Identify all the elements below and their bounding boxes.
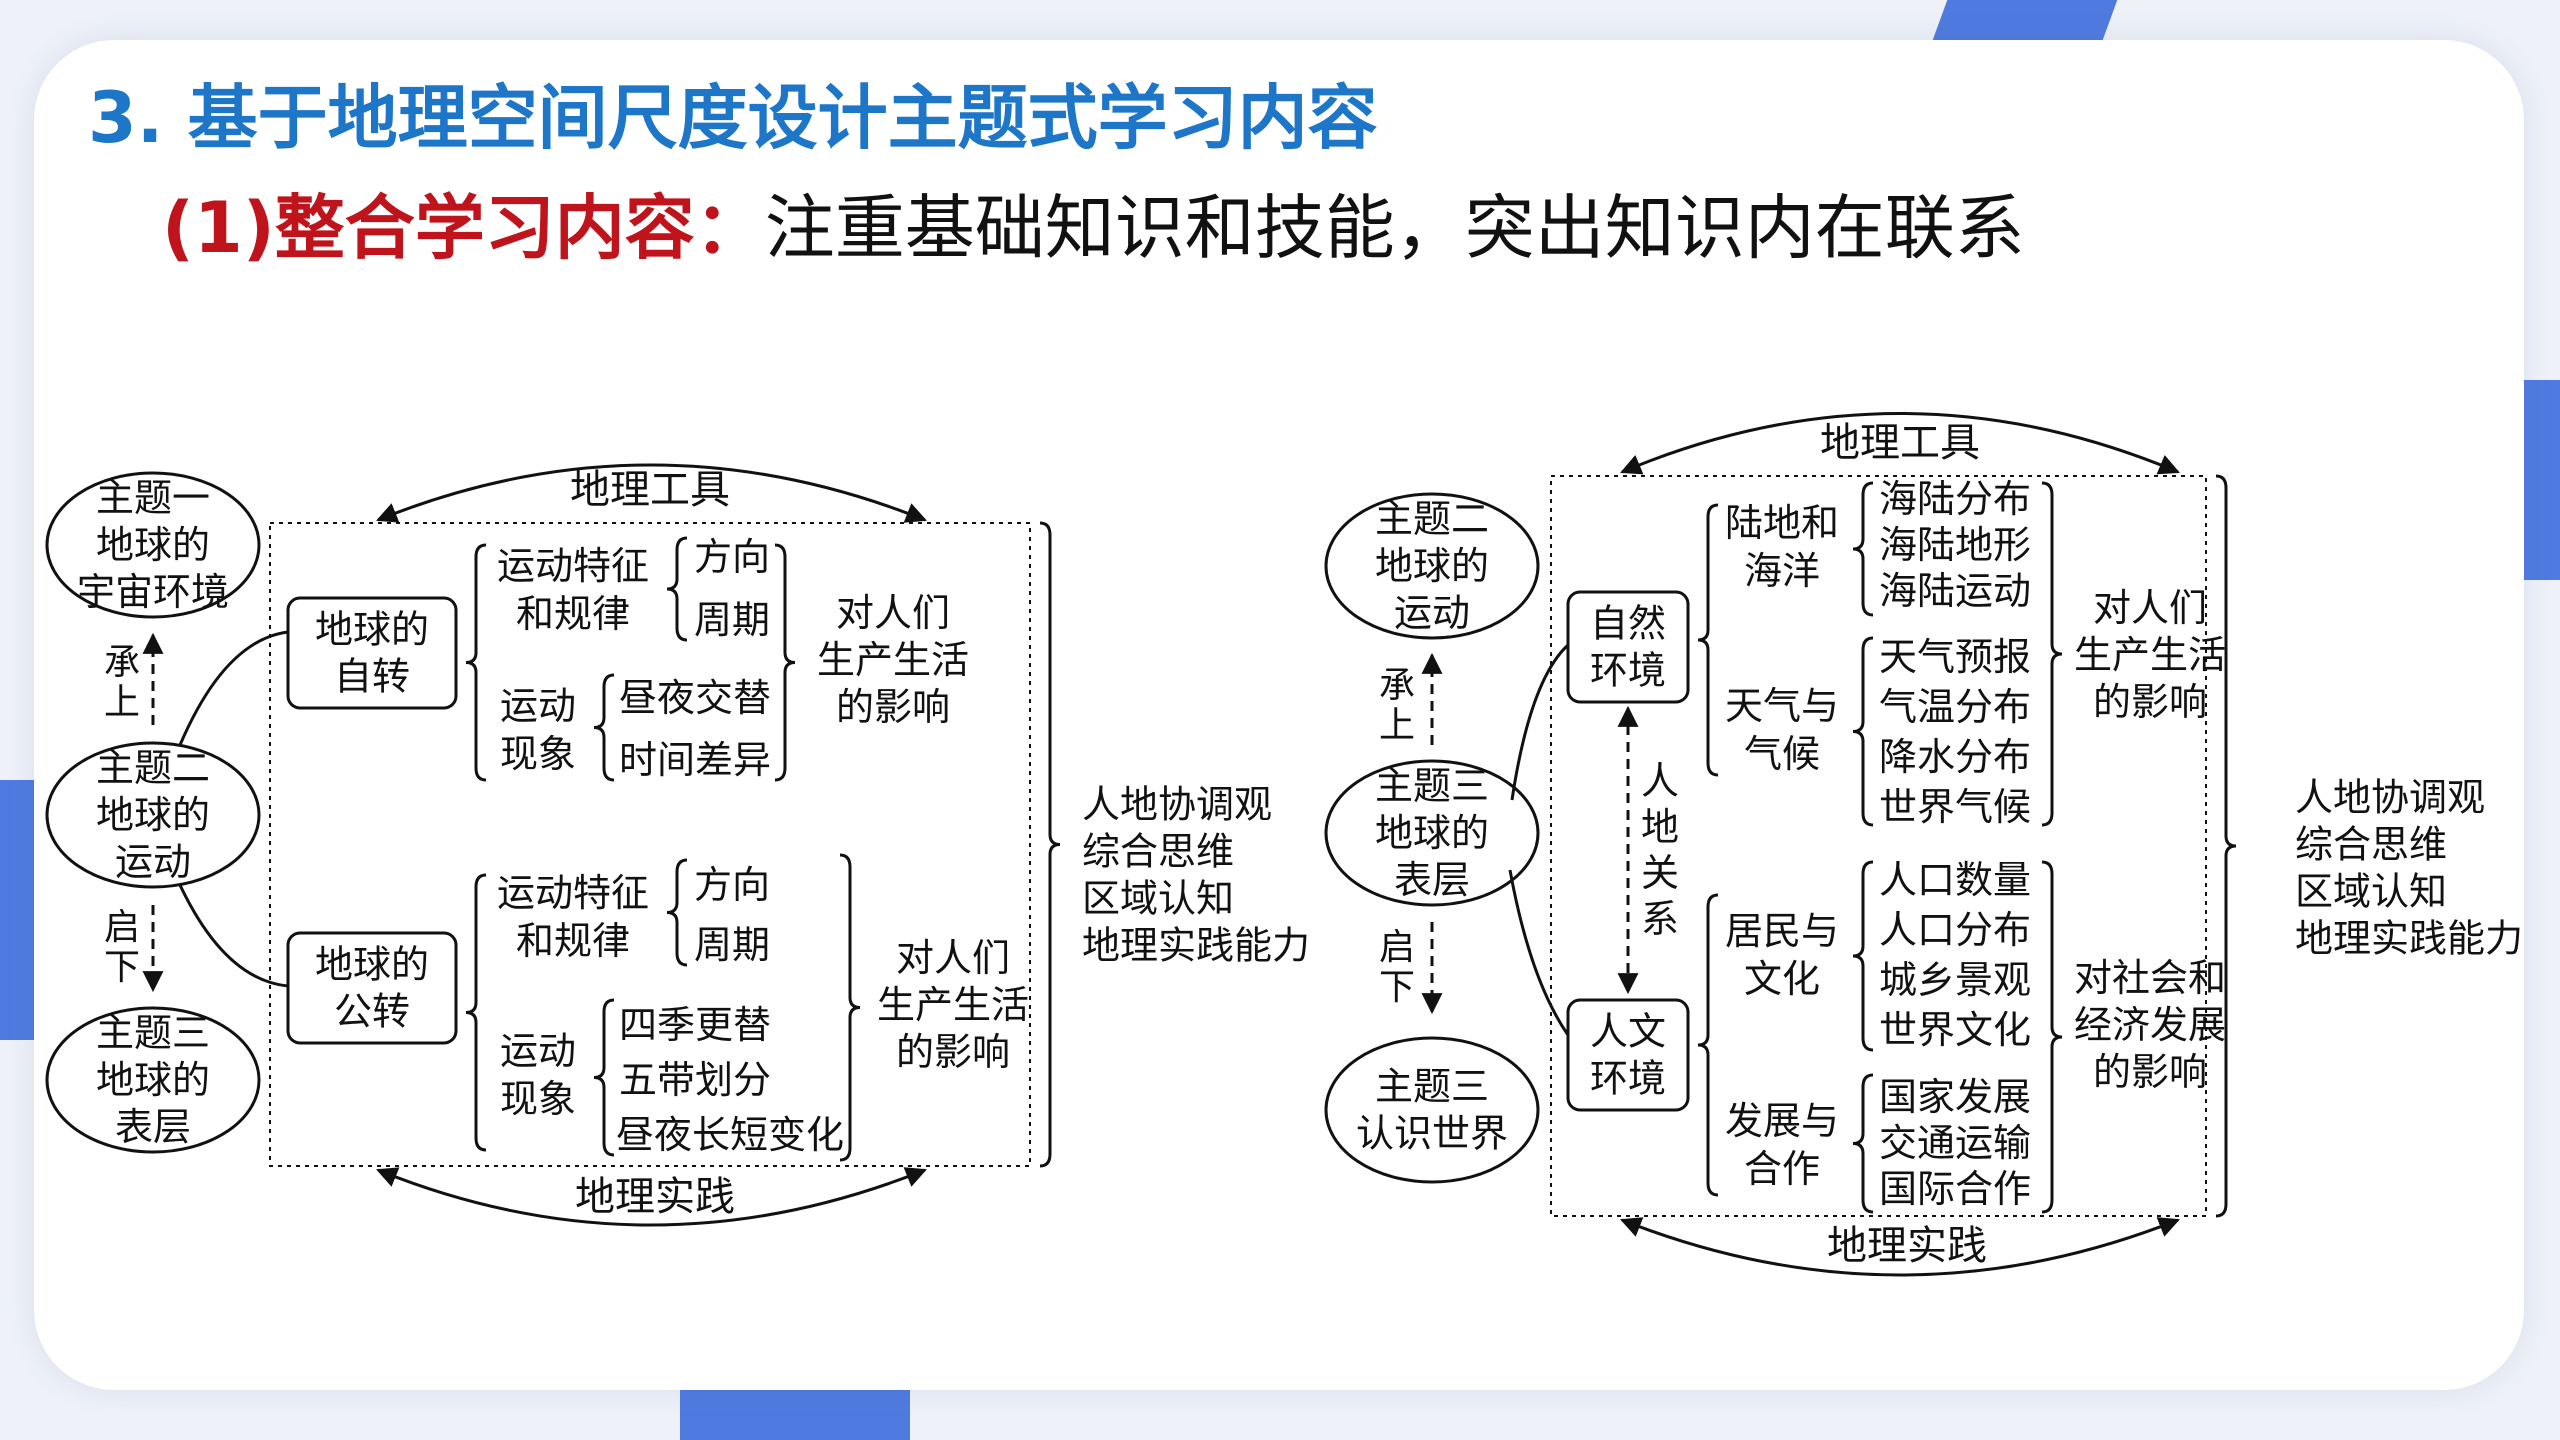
left-rotation-feature: 运动特征和规律 — [497, 544, 649, 636]
right-human-group1-items: 人口数量人口分布城乡景观世界文化 — [1879, 858, 2031, 1052]
left-rotation-item-timediff: 时间差异 — [619, 738, 771, 782]
decor-shape-right — [2520, 380, 2560, 580]
subtitle-rest: 注重基础知识和技能，突出知识内在联系 — [764, 187, 2025, 269]
right-human-group2: 发展与合作 — [1725, 1099, 1839, 1191]
left-rotation-impact-brace — [774, 543, 796, 782]
left-theme-2-node — [45, 741, 261, 889]
right-practice-label: 地理实践 — [1827, 1223, 1987, 1269]
left-theme-3-node-label: 主题三地球的表层 — [96, 1011, 210, 1149]
left-rotation-item-period: 周期 — [694, 598, 770, 642]
right-theme-1-node — [1324, 492, 1540, 640]
right-theme-1-node-label: 主题二地球的运动 — [1375, 497, 1489, 635]
right-frame — [1550, 475, 2207, 1217]
right-natural-brace — [1697, 503, 1719, 777]
right-human-brace — [1697, 893, 1719, 1197]
right-theme-2-node-label: 主题三地球的表层 — [1375, 764, 1489, 902]
right-human-box-label: 人文环境 — [1590, 1010, 1666, 1101]
diagram-root: 主题一地球的宇宙环境主题二地球的运动主题三地球的表层承上启下地理工具地理实践地球… — [45, 412, 2523, 1277]
left-revolution-feature: 运动特征和规律 — [497, 871, 649, 963]
decor-shape-bottom — [680, 1390, 910, 1440]
left-revolution-box — [286, 931, 458, 1045]
left-rotation-feature-brace — [666, 536, 688, 642]
left-practice-arc — [376, 1167, 927, 1227]
right-practice-arc — [1620, 1217, 2180, 1277]
left-revolution-item-zones: 五带划分 — [619, 1058, 771, 1102]
left-revolution-item-period: 周期 — [694, 923, 770, 967]
left-revolution-item-direction: 方向 — [694, 863, 770, 907]
right-human-group1: 居民与文化 — [1725, 909, 1839, 1001]
left-literacy-brace — [1039, 521, 1061, 1168]
left-rotation-impact: 对人们生产生活的影响 — [817, 591, 969, 729]
left-link-down-label: 启下 — [104, 907, 140, 988]
left-rotation-box-label: 地球的自转 — [315, 608, 429, 699]
decor-shape-left — [0, 780, 40, 1040]
left-revolution-feature-brace — [666, 858, 688, 967]
left-rotation-item-direction: 方向 — [694, 535, 770, 579]
left-rotation-box — [286, 596, 458, 710]
right-natural-impact-brace — [2041, 481, 2063, 827]
left-revolution-phenomena-brace — [593, 998, 615, 1157]
left-tool-label: 地理工具 — [570, 467, 730, 513]
right-natural-group1-brace — [1852, 481, 1874, 617]
left-revolution-brace — [465, 873, 487, 1152]
slide-title: 3. 基于地理空间尺度设计主题式学习内容 — [88, 77, 1378, 159]
right-human-impact-brace — [2041, 860, 2063, 1214]
left-revolution-item-daylength: 昼夜长短变化 — [616, 1113, 844, 1157]
left-rotation-item-daynight: 昼夜交替 — [619, 676, 771, 720]
right-natural-group1: 陆地和海洋 — [1725, 501, 1839, 593]
left-revolution-item-seasons: 四季更替 — [619, 1003, 771, 1047]
left-practice-label: 地理实践 — [575, 1174, 735, 1220]
left-rotation-phenomena-brace — [593, 673, 615, 782]
left-rotation-brace — [465, 543, 487, 782]
right-natural-group2-brace — [1852, 636, 1874, 827]
right-connector-human — [1508, 869, 1570, 1036]
right-relation-label: 人地关系 — [1641, 759, 1679, 941]
right-connector-natural — [1510, 643, 1570, 801]
left-revolution-impact-brace — [839, 853, 861, 1162]
right-theme-3-node — [1324, 1036, 1540, 1184]
right-human-box — [1566, 998, 1690, 1112]
right-natural-impact: 对人们生产生活的影响 — [2074, 586, 2226, 724]
right-natural-group2: 天气与气候 — [1725, 684, 1839, 776]
left-connector-rotation — [178, 630, 289, 746]
left-theme-2-node-label: 主题二地球的运动 — [96, 746, 210, 884]
left-revolution-impact: 对人们生产生活的影响 — [877, 936, 1029, 1074]
subtitle-highlight: (1)整合学习内容： — [162, 187, 765, 269]
left-literacy: 人地协调观综合思维区域认知地理实践能力 — [1082, 783, 1310, 968]
right-human-impact: 对社会和经济发展的影响 — [2074, 956, 2226, 1094]
left-link-up-label: 承上 — [104, 642, 140, 723]
right-natural-group1-items: 海陆分布海陆地形海陆运动 — [1879, 477, 2031, 613]
right-human-group2-items: 国家发展交通运输国际合作 — [1879, 1075, 2031, 1211]
right-human-group1-brace — [1852, 860, 1874, 1052]
left-frame — [269, 522, 1031, 1167]
right-natural-box-label: 自然环境 — [1590, 602, 1666, 693]
right-literacy-brace — [2215, 474, 2237, 1218]
right-theme-2-node — [1324, 759, 1540, 907]
right-theme-3-node-label: 主题三认识世界 — [1356, 1065, 1508, 1156]
right-natural-box — [1566, 590, 1690, 704]
left-theme-3-node — [45, 1006, 261, 1154]
right-link-down-label: 启下 — [1379, 927, 1415, 1008]
left-revolution-phenomena: 运动现象 — [500, 1029, 576, 1121]
right-tool-arc — [1620, 412, 2180, 475]
right-natural-group2-items: 天气预报气温分布降水分布世界气候 — [1879, 635, 2031, 829]
right-human-group2-brace — [1852, 1073, 1874, 1214]
right-tool-label: 地理工具 — [1820, 420, 1980, 466]
left-theme-1-node-label: 主题一地球的宇宙环境 — [77, 476, 229, 614]
right-literacy: 人地协调观综合思维区域认知地理实践能力 — [2295, 776, 2523, 961]
slide-subtitle: (1)整合学习内容：注重基础知识和技能，突出知识内在联系 — [162, 172, 2025, 273]
left-rotation-phenomena: 运动现象 — [500, 684, 576, 776]
left-tool-arc — [376, 463, 927, 523]
left-connector-revolution — [178, 884, 289, 988]
left-theme-1-node — [45, 471, 261, 619]
left-revolution-box-label: 地球的公转 — [315, 943, 429, 1034]
right-link-up-label: 承上 — [1379, 665, 1415, 746]
